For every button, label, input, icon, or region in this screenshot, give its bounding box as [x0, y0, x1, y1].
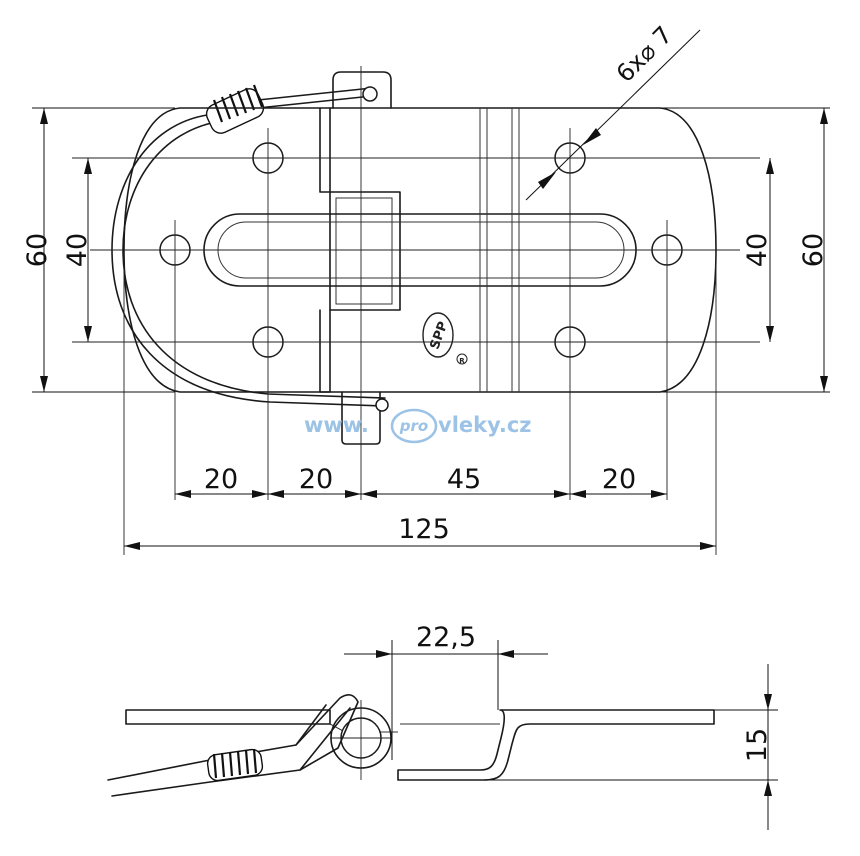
dim-height-inner-right: 40 [742, 233, 773, 267]
dim-spacing-2: 20 [299, 464, 333, 495]
pin-eye-bottom [375, 398, 389, 412]
pin-eye-top [362, 86, 378, 102]
side-spring-wire-inner [295, 704, 351, 771]
center-slot [203, 213, 637, 287]
dim-side-offset: 22,5 [416, 622, 476, 653]
dim-height-outer-right: 60 [798, 233, 829, 267]
watermark-badge-ring [390, 408, 438, 444]
vertical-dimensions [32, 107, 830, 393]
hole-callout-leader [525, 29, 701, 201]
dim-overall-length: 125 [398, 514, 450, 545]
hinge-center-block [329, 191, 401, 311]
dim-spacing-1: 20 [204, 464, 238, 495]
watermark-prefix: www. [304, 413, 369, 437]
center-slot-inner [217, 221, 625, 279]
top-view: SPP R 60 40 40 60 [22, 21, 830, 555]
dim-spacing-4: 20 [602, 464, 636, 495]
horizontal-chain-dimensions [124, 490, 716, 550]
watermark-suffix: vleky.cz [438, 413, 532, 437]
pin-head-top [332, 71, 392, 109]
coil-spring-top [205, 84, 265, 134]
side-plate-right [397, 709, 715, 781]
registered-mark: R [459, 357, 465, 365]
spring-wire-top [257, 87, 373, 109]
side-view: 22,5 15 [107, 622, 778, 830]
spring-wire-loop [111, 113, 386, 407]
side-dimensions [344, 640, 778, 830]
hinge-knuckle [319, 107, 331, 393]
dim-height-outer-left: 60 [22, 233, 53, 267]
maker-logo: SPP R [422, 312, 468, 365]
hinge-center-block-inner [335, 197, 393, 305]
dim-spacing-3: 45 [447, 464, 481, 495]
watermark: www. pro vleky.cz [304, 408, 532, 444]
side-plate-top [125, 709, 331, 725]
hole-callout-text: 6x⌀ 7 [611, 21, 678, 88]
dim-side-height: 15 [742, 728, 773, 762]
side-coil-spring [206, 748, 264, 782]
side-spring-wire [107, 694, 359, 797]
dim-height-inner-left: 40 [62, 233, 93, 267]
watermark-badge: pro [399, 417, 428, 435]
center-lines [72, 66, 760, 555]
maker-logo-text: SPP [428, 320, 452, 352]
